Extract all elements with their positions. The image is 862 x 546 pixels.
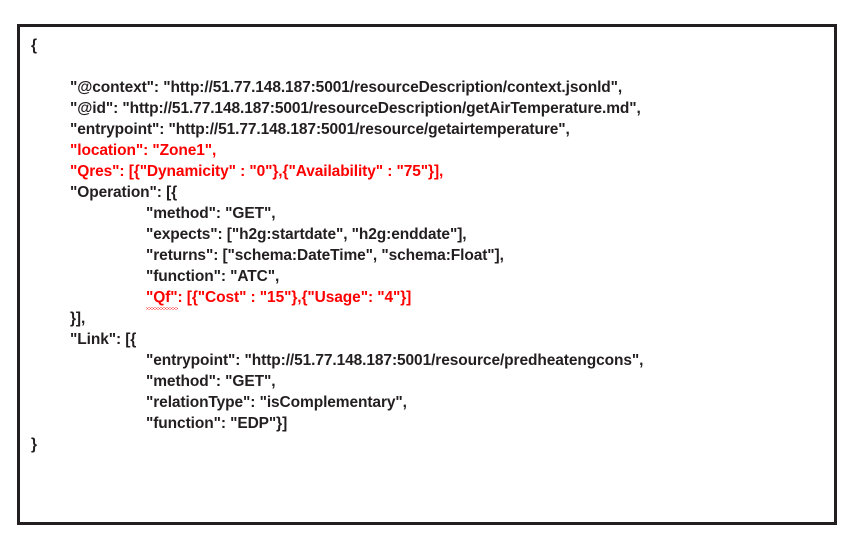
code-line: "method": "GET",: [146, 373, 276, 390]
code-line: "method": "GET",: [146, 205, 276, 222]
code-line: {: [31, 37, 37, 54]
code-line: }: [31, 436, 37, 453]
code-line: "@context": "http://51.77.148.187:5001/r…: [70, 79, 623, 96]
code-line: "Qf": [{"Cost" : "15"},{"Usage": "4"}]: [146, 289, 412, 310]
code-line: "Link": [{: [70, 331, 137, 348]
code-line: "Qres": [{"Dynamicity" : "0"},{"Availabi…: [70, 163, 444, 180]
code-line: }],: [70, 310, 86, 327]
code-line: "function": "ATC",: [146, 268, 280, 285]
code-line: [20, 56, 834, 77]
code-line: "entrypoint": "http://51.77.148.187:5001…: [146, 352, 644, 369]
code-line: "expects": ["h2g:startdate", "h2g:enddat…: [146, 226, 467, 243]
code-line: "relationType": "isComplementary",: [146, 394, 407, 411]
code-line: "entrypoint": "http://51.77.148.187:5001…: [70, 121, 570, 138]
code-line: "@id": "http://51.77.148.187:5001/resour…: [70, 100, 641, 117]
code-listing: { "@context": "http://51.77.148.187:5001…: [20, 27, 834, 522]
spellcheck-underline: "Qf": [146, 289, 178, 310]
code-figure: { "@context": "http://51.77.148.187:5001…: [17, 24, 837, 525]
code-line: "returns": ["schema:DateTime", "schema:F…: [146, 247, 504, 264]
code-line: "function": "EDP"}]: [146, 415, 288, 432]
code-line: "Operation": [{: [70, 184, 178, 201]
code-line: "location": "Zone1",: [70, 142, 217, 159]
